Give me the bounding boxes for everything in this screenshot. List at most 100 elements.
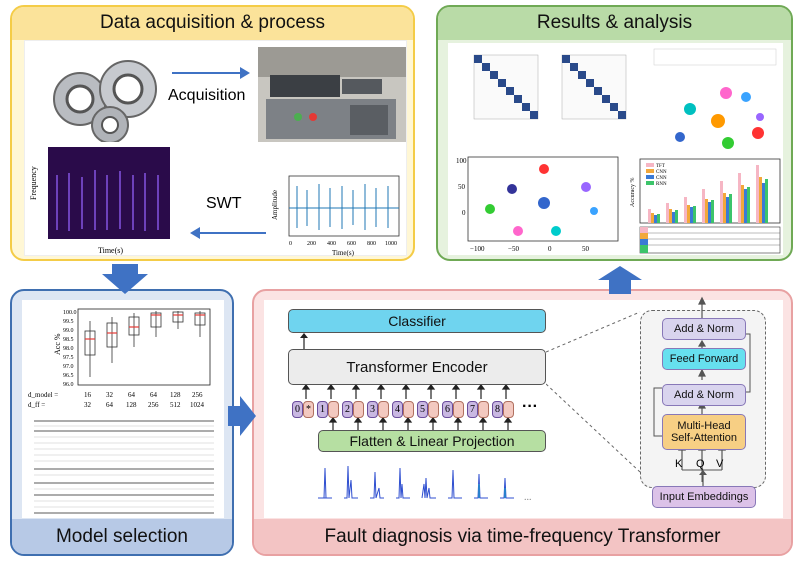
flow-arrow-up: [598, 266, 642, 294]
boxplot-dmodel-tick: 64: [128, 391, 136, 399]
results-panel: Results & analysis 100 50 0 −100 −50 0 5…: [436, 5, 793, 261]
tsne-scatter-plot: 100 50 0 −100 −50 0 50: [456, 156, 619, 253]
results-panel-title: Results & analysis: [536, 12, 693, 33]
scatter-xtick: −50: [508, 245, 519, 253]
patch-token: [353, 401, 364, 418]
projection-up-arrows: [328, 418, 513, 430]
position-token: 1: [317, 401, 328, 418]
multi-head-attention-block: Multi-Head Self-Attention: [662, 414, 746, 450]
add-norm-bottom-block: Add & Norm: [662, 384, 746, 406]
model-panel-footer: [12, 519, 232, 554]
add-norm-top-block: Add & Norm: [662, 318, 746, 340]
model-panel-title: Model selection: [55, 526, 189, 547]
scatter-ytick: 100: [456, 157, 467, 165]
signal-xtick: 1000: [385, 241, 397, 247]
boxplot-ytick: 98.5: [63, 337, 74, 343]
flatten-projection-block: Flatten & Linear Projection: [318, 430, 546, 452]
flow-arrow-down: [102, 264, 148, 294]
transformer-encoder-block: Transformer Encoder: [288, 349, 546, 385]
patch-token: [328, 401, 339, 418]
mha-line1: Multi-Head: [677, 420, 731, 432]
accuracy-bar-chart: Accuracy % TFT CNN CNN RNN: [630, 158, 781, 254]
scatter-xtick: 0: [548, 245, 552, 253]
patch-token: [453, 401, 464, 418]
signal-xtick: 600: [347, 241, 356, 247]
boxplot-dff-tick: 512: [170, 401, 181, 409]
spectrogram-image: Frequency Time(s): [29, 147, 170, 255]
barchart-legend: CNN: [656, 170, 667, 175]
boxplot-ylabel: Acc %: [53, 333, 62, 355]
classifier-block: Classifier: [288, 309, 546, 333]
cls-token: *: [303, 401, 314, 418]
signal-plot: Amplitude 0 200 400 600 800 1000 Time(s): [271, 175, 400, 257]
patch-token: [503, 401, 514, 418]
patch-token: [378, 401, 389, 418]
data-panel-header: [12, 7, 413, 40]
boxplot-ytick: 99.5: [63, 319, 74, 325]
results-panel-header: [438, 7, 791, 40]
position-token: 8: [492, 401, 503, 418]
model-selection-panel: Model selection Acc % 100.0 99.5 99.0 98…: [10, 289, 234, 556]
boxplot-dff-tick: 256: [148, 401, 159, 409]
patch-token: [428, 401, 439, 418]
arrow-right-icon: [172, 67, 250, 79]
flow-arrow-right: [228, 396, 256, 436]
fault-panel-title: Fault diagnosis via time-frequency Trans…: [324, 526, 721, 547]
key-label: K: [675, 458, 683, 470]
barchart-legend: CNN: [656, 176, 667, 181]
patch-token: [403, 401, 414, 418]
boxplot-dmodel-tick: 64: [150, 391, 158, 399]
acquisition-label: Acquisition: [168, 87, 246, 104]
query-label: Q: [696, 458, 705, 470]
spectrogram-xlabel: Time(s): [98, 246, 123, 255]
feed-forward-block: Feed Forward: [662, 348, 746, 370]
token-up-arrows: [301, 385, 511, 399]
spectra-ellipsis: ...: [524, 492, 532, 503]
boxplot-dff-tick: 1024: [190, 401, 205, 409]
barchart-legend: RNN: [656, 182, 667, 187]
scatter-ytick: 0: [462, 209, 466, 217]
position-token: 5: [417, 401, 428, 418]
signal-xtick: 400: [327, 241, 336, 247]
barchart-legend: TFT: [656, 164, 665, 169]
signal-xtick: 800: [367, 241, 376, 247]
scatter-xtick: 50: [582, 245, 590, 253]
scatter-ytick: 50: [458, 183, 466, 191]
boxplot-dff-tick: 64: [106, 401, 114, 409]
swt-label: SWT: [206, 195, 242, 212]
position-token: 2: [342, 401, 353, 418]
boxplot-dff-tick: 32: [84, 401, 92, 409]
boxplot-dmodel-tick: 32: [106, 391, 114, 399]
signal-xtick: 0: [289, 241, 292, 247]
barchart-ylabel: Accuracy %: [630, 178, 636, 207]
model-results-table: [34, 420, 214, 514]
position-token: 6: [442, 401, 453, 418]
data-acquisition-panel: Data acquisition & process Acquisition: [10, 5, 415, 261]
boxplot-dmodel-tick: 128: [170, 391, 181, 399]
position-token: 0: [292, 401, 303, 418]
position-token: 4: [392, 401, 403, 418]
boxplot-dff-tick: 128: [126, 401, 137, 409]
boxplot-dmodel-tick: 256: [192, 391, 203, 399]
value-label: V: [716, 458, 724, 470]
input-embeddings-block: Input Embeddings: [652, 486, 756, 508]
token-ellipsis: ···: [522, 398, 538, 415]
data-panel-title: Data acquisition & process: [100, 12, 325, 33]
boxplot-dmodel-label: d_model =: [28, 391, 58, 399]
boxplot-ytick: 96.0: [63, 382, 74, 388]
confusion-matrix-1: [473, 54, 539, 120]
confusion-matrix-2: [561, 54, 627, 120]
boxplot-ytick: 98.0: [63, 346, 74, 352]
encoder-link-dashes: [546, 311, 641, 473]
signal-xlabel: Time(s): [332, 249, 355, 257]
input-embedding-arrow: [699, 470, 707, 486]
signal-ylabel: Amplitude: [271, 190, 279, 220]
arrow-left-icon: [190, 227, 266, 239]
bearings-image: [50, 47, 160, 142]
position-token: 3: [367, 401, 378, 418]
scatter-3d-plot: [650, 47, 780, 151]
patch-spectra: ...: [318, 465, 532, 503]
signal-xtick: 200: [307, 241, 316, 247]
test-rig-image: [258, 47, 406, 142]
spectrogram-ylabel: Frequency: [29, 166, 38, 200]
